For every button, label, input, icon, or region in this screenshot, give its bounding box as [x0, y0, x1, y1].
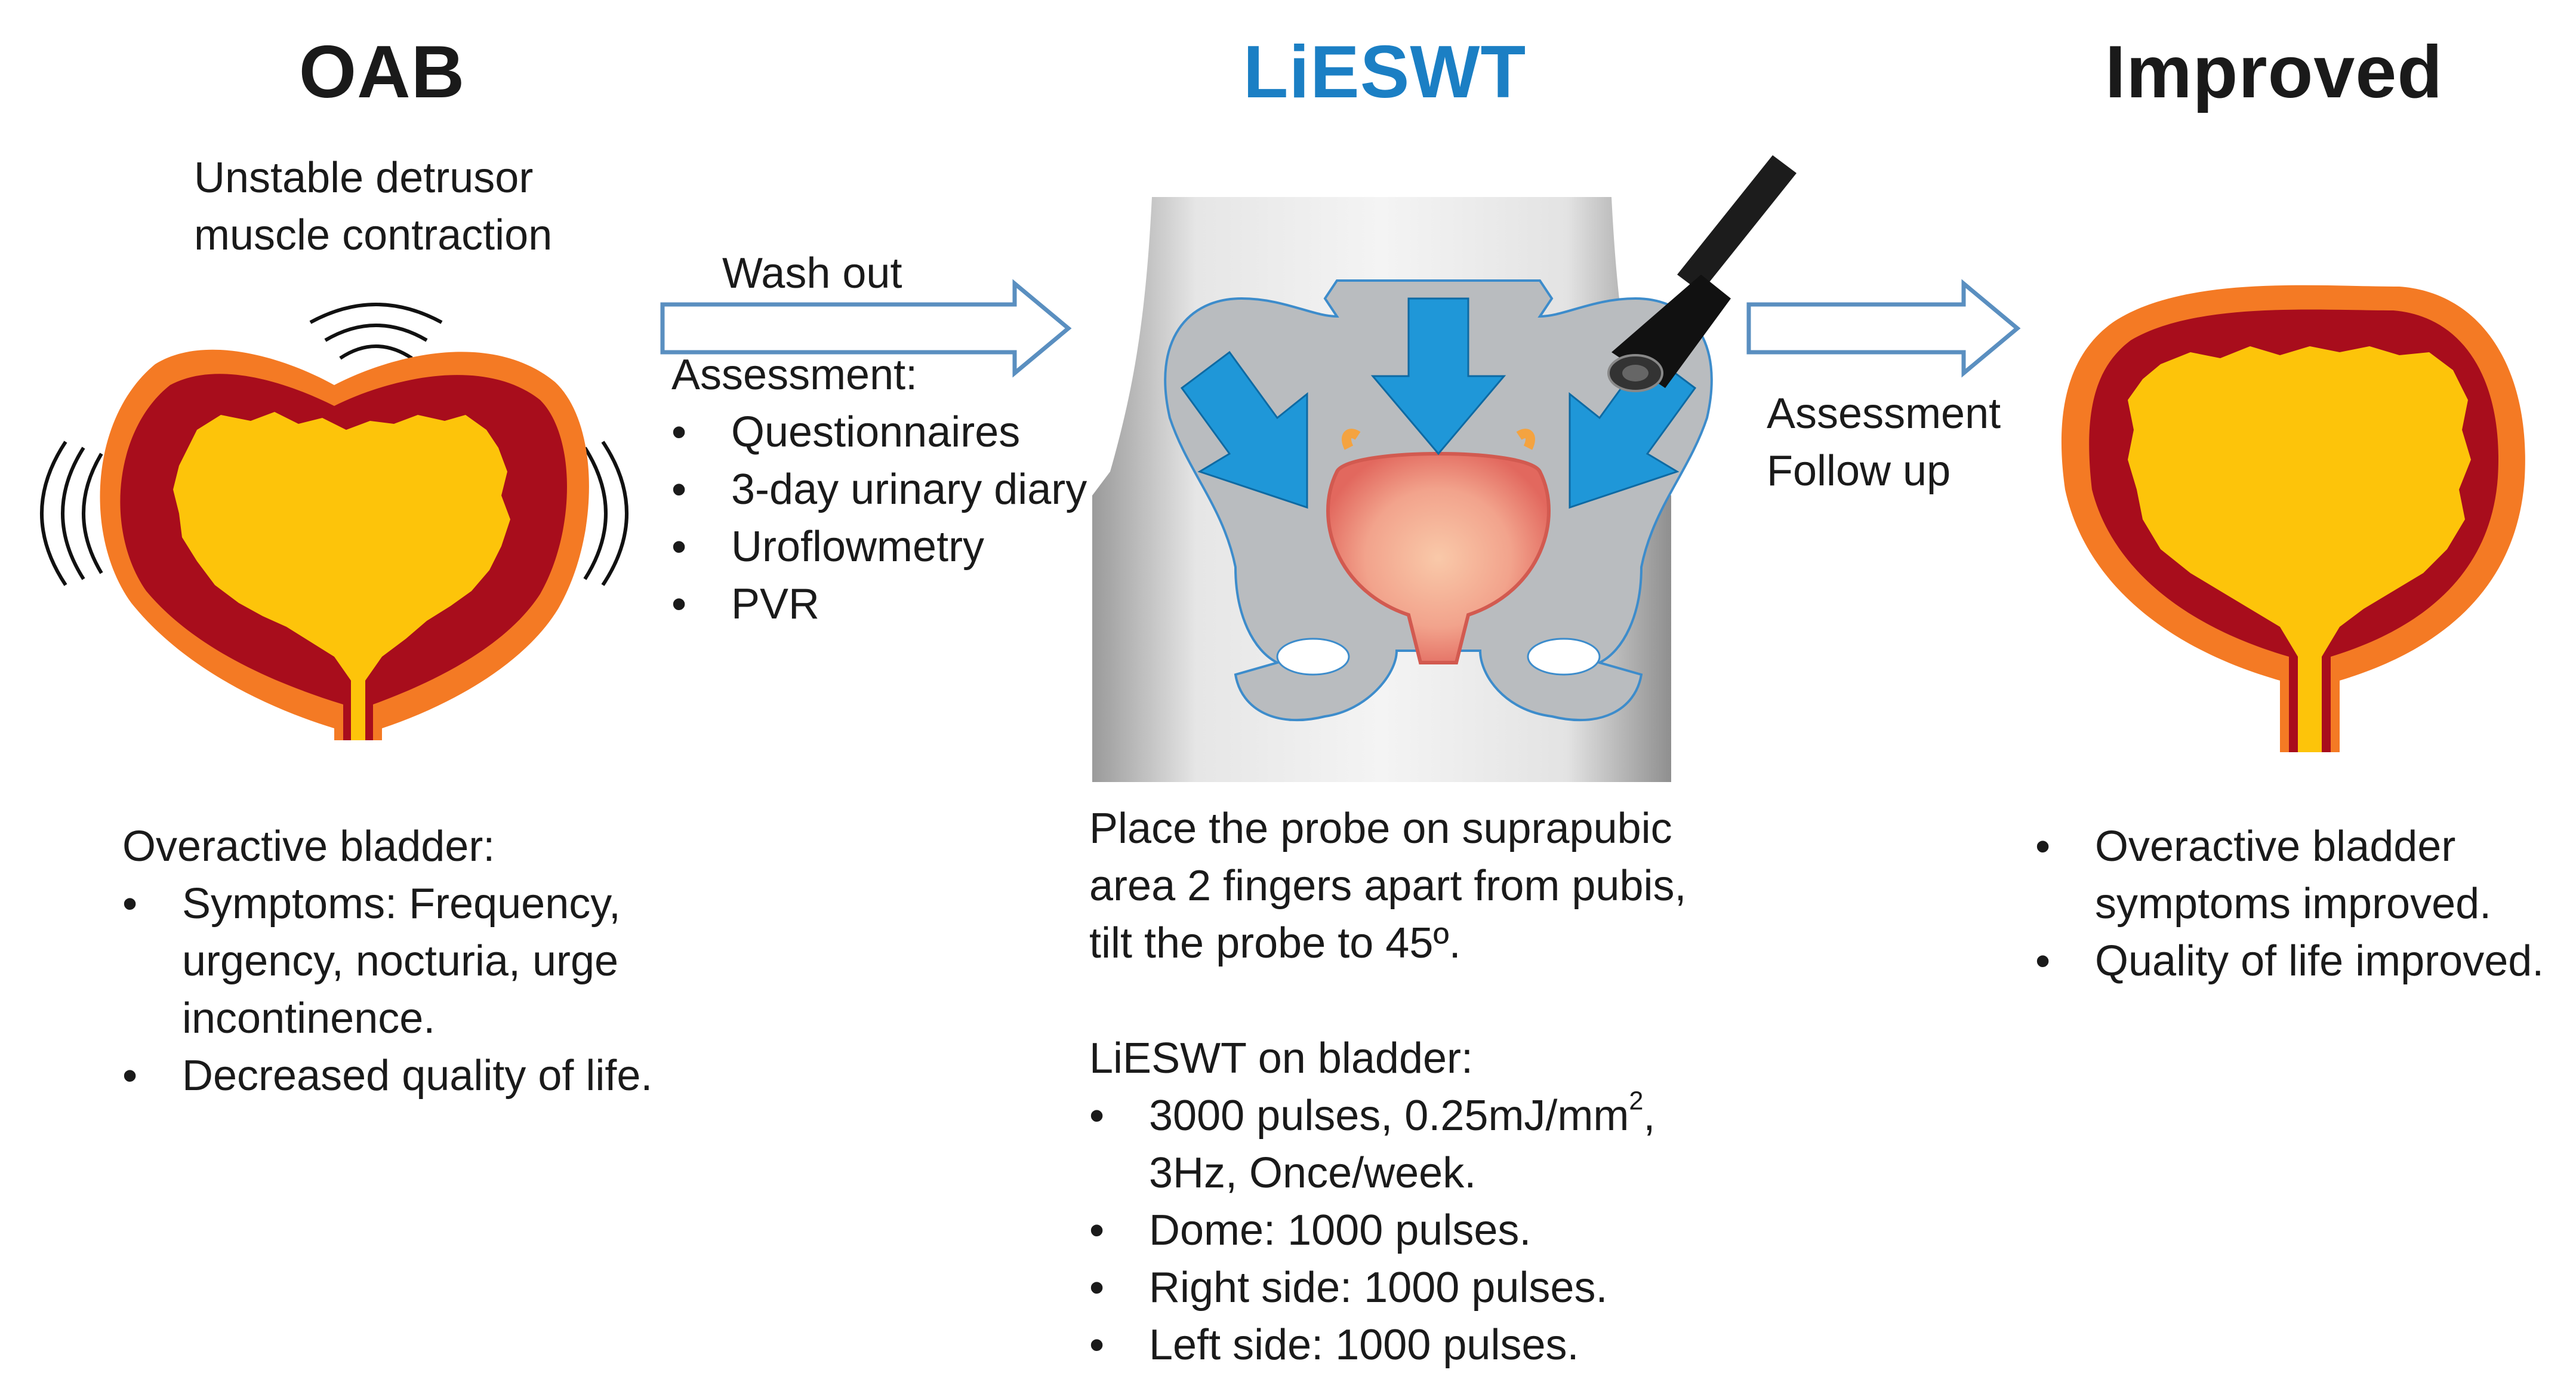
oab-symptom-item: Symptoms: Frequency, urgency, nocturia, …	[122, 875, 671, 1047]
followup-arrow	[1746, 279, 2021, 378]
oab-symptom-list: Symptoms: Frequency, urgency, nocturia, …	[122, 875, 671, 1104]
detrusor-annotation-line2: muscle contraction	[194, 211, 553, 259]
protocol-item-main: 3000 pulses, 0.25mJ/mm	[1149, 1092, 1629, 1140]
protocol-heading: LiESWT on bladder:	[1089, 1035, 1474, 1082]
protocol-list: 3000 pulses, 0.25mJ/mm2, 3Hz, Once/week.…	[1089, 1087, 1722, 1374]
torso-silhouette-edges	[1092, 197, 1671, 495]
oab-description: Overactive bladder: Symptoms: Frequency,…	[122, 818, 671, 1104]
arrow-dome	[1370, 297, 1506, 455]
assessment-heading: Assessment:	[671, 351, 918, 399]
improved-outcome-item: Overactive bladder symptoms improved.	[2035, 818, 2555, 932]
protocol-item: Dome: 1000 pulses.	[1089, 1202, 1722, 1259]
probe-placement-text: Place the probe on suprapubic area 2 fin…	[1089, 805, 1687, 967]
shockwave-probe	[1607, 155, 1797, 392]
obturator-foramen-left	[1276, 638, 1350, 676]
assessment-item: 3-day urinary diary	[671, 461, 1125, 518]
ureter-left	[1342, 429, 1361, 450]
detrusor-annotation: Unstable detrusor muscle contraction	[194, 149, 624, 264]
improved-description: Overactive bladder symptoms improved. Qu…	[2035, 818, 2555, 990]
treated-bladder	[1326, 452, 1551, 664]
oab-bladder-illustration	[40, 303, 628, 740]
assessment-item: PVR	[671, 575, 1125, 633]
protocol-item: 3000 pulses, 0.25mJ/mm2, 3Hz, Once/week.	[1089, 1087, 1722, 1202]
protocol-block: LiESWT on bladder: 3000 pulses, 0.25mJ/m…	[1089, 1030, 1722, 1374]
protocol-item-tail: , 3Hz, Once/week.	[1149, 1092, 1656, 1197]
protocol-item: Left side: 1000 pulses.	[1089, 1316, 1722, 1374]
followup-label-line2: Follow up	[1767, 447, 1951, 495]
protocol-item: Right side: 1000 pulses.	[1089, 1259, 1722, 1316]
assessment-block: Assessment: Questionnaires 3-day urinary…	[671, 346, 1125, 633]
oab-title: OAB	[298, 31, 466, 113]
detrusor-annotation-line1: Unstable detrusor	[194, 154, 534, 202]
improved-outcome-item: Quality of life improved.	[2035, 932, 2555, 990]
ureter-right	[1516, 429, 1535, 450]
washout-label: Wash out	[722, 250, 902, 297]
bladder-lumen	[2128, 346, 2471, 752]
assessment-item: Uroflowmetry	[671, 518, 1125, 575]
oab-description-heading: Overactive bladder:	[122, 823, 495, 870]
contraction-waves-left	[40, 441, 103, 586]
contraction-waves-top	[309, 303, 443, 360]
assessment-item: Questionnaires	[671, 404, 1125, 461]
oab-symptom-item: Decreased quality of life.	[122, 1047, 671, 1104]
washout-arrow	[660, 279, 1072, 378]
improved-outcome-list: Overactive bladder symptoms improved. Qu…	[2035, 818, 2555, 990]
obturator-foramen-right	[1527, 638, 1601, 676]
lieswt-title: LiESWT	[1243, 31, 1527, 113]
assessment-list: Questionnaires 3-day urinary diary Urofl…	[671, 404, 1125, 633]
followup-label-line1: Assessment	[1767, 390, 2001, 438]
arrow-left-side	[1180, 350, 1308, 509]
bladder-lumen	[173, 412, 510, 740]
followup-label: Assessment Follow up	[1767, 385, 2065, 500]
improved-title: Improved	[2104, 31, 2443, 113]
shockwave-direction-arrows	[1180, 297, 1697, 509]
protocol-item-superscript: 2	[1629, 1087, 1644, 1116]
lieswt-pelvis-illustration	[1092, 155, 1797, 782]
improved-bladder-illustration	[2061, 285, 2525, 752]
